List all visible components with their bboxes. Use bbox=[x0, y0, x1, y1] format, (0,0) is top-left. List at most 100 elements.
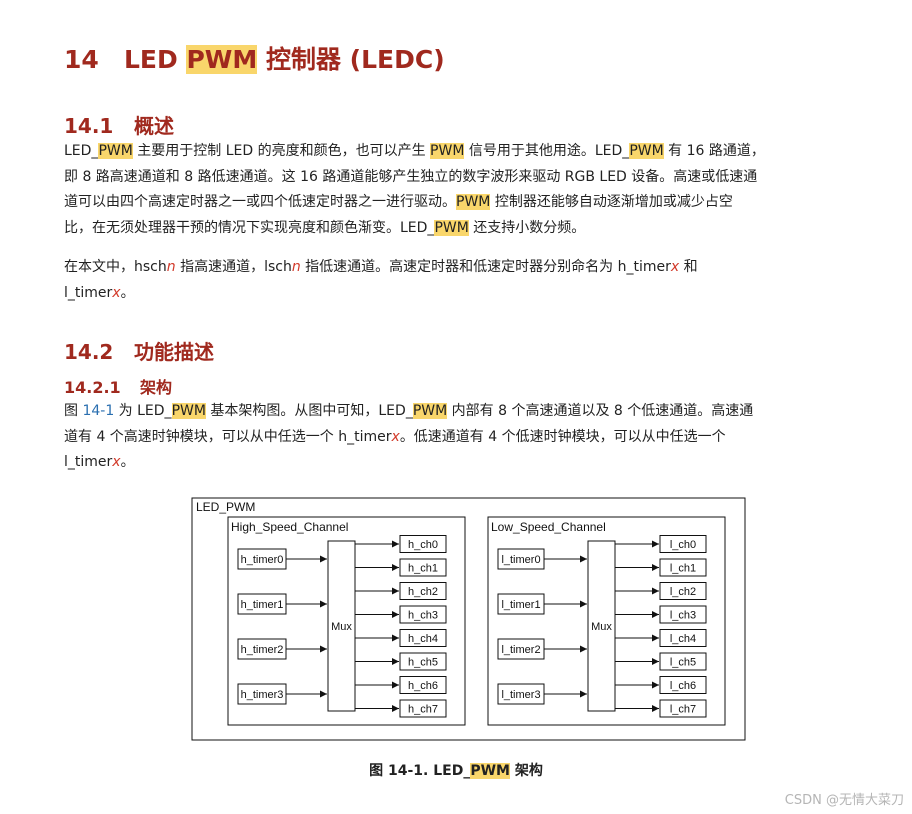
high-channel-label: h_ch6 bbox=[408, 680, 438, 692]
high-channel-label: h_ch4 bbox=[408, 633, 438, 645]
text-line: l_timerx。 bbox=[64, 281, 870, 307]
variable-n: n bbox=[291, 259, 301, 275]
low-channel-box bbox=[659, 558, 707, 577]
text-run: 和 bbox=[679, 259, 698, 275]
high-timer-label: h_timer3 bbox=[241, 689, 284, 701]
chapter-number: 14 bbox=[64, 45, 99, 74]
high-mux-label: Mux bbox=[331, 621, 352, 633]
low-timer-label: l_timer0 bbox=[501, 554, 540, 566]
section-heading-overview: 14.1 概述 bbox=[64, 110, 174, 139]
high-channel-box bbox=[399, 535, 447, 553]
variable-x: x bbox=[112, 454, 121, 470]
low-channel-box bbox=[659, 652, 707, 671]
high-mux-box bbox=[327, 540, 356, 712]
high-channel-label: h_ch3 bbox=[408, 610, 438, 622]
chapter-title-text-b: 控制器 (LEDC) bbox=[257, 45, 445, 74]
low-timer-label: l_timer1 bbox=[501, 599, 540, 611]
chapter-title-text-a: LED bbox=[124, 45, 187, 74]
text-run: 指低速通道。高速定时器和低速定时器分别命名为 h_timer bbox=[300, 259, 671, 275]
text-line: 道有 4 个高速时钟模块，可以从中任选一个 h_timerx。低速通道有 4 个… bbox=[64, 425, 870, 451]
low-speed-channel-label: Low_Speed_Channel bbox=[491, 520, 606, 534]
high-channel-box bbox=[399, 699, 447, 718]
high-channel-label: h_ch1 bbox=[408, 563, 438, 575]
high-speed-channel-label: High_Speed_Channel bbox=[231, 520, 348, 534]
high-channel-label: h_ch5 bbox=[408, 657, 438, 669]
variable-x: x bbox=[391, 428, 400, 445]
text-line: 即 8 路高速通道和 8 路低速通道。这 16 路通道能够产生独立的数字波形来驱… bbox=[64, 168, 758, 185]
high-channel-label: h_ch2 bbox=[408, 586, 438, 598]
section-title: 概述 bbox=[134, 114, 174, 138]
high-timer-label: h_timer1 bbox=[241, 599, 284, 611]
caption-text: 图 14-1. LED_ bbox=[369, 763, 471, 779]
high-timer-label: h_timer0 bbox=[241, 554, 284, 566]
text-run: LED_ bbox=[64, 143, 99, 159]
chapter-title: 14 LED PWM 控制器 (LEDC) bbox=[64, 40, 445, 76]
text-run: 道有 4 个高速时钟模块，可以从中任选一个 h_timer bbox=[64, 428, 392, 445]
text-line: l_timerx。 bbox=[64, 450, 870, 476]
ledpwm-outer-label: LED_PWM bbox=[196, 500, 255, 514]
low-channel-box bbox=[659, 699, 707, 718]
figure-reference-link[interactable]: 14-1 bbox=[82, 403, 115, 419]
watermark: CSDN @无情大菜刀 bbox=[784, 793, 904, 808]
high-channel-box bbox=[399, 558, 447, 577]
high-channel-box bbox=[399, 652, 447, 671]
low-channel-box bbox=[659, 535, 707, 553]
variable-x: x bbox=[670, 259, 680, 275]
high-channel-box bbox=[399, 676, 447, 694]
text-run: 指高速通道，lsch bbox=[175, 259, 292, 275]
chapter-title-highlight: PWM bbox=[186, 45, 258, 74]
text-run: 信号用于其他用途。LED_ bbox=[464, 143, 630, 159]
low-channel-label: l_ch0 bbox=[670, 539, 696, 551]
variable-x: x bbox=[112, 284, 121, 301]
low-channel-box bbox=[659, 676, 707, 694]
high-channel-label: h_ch0 bbox=[408, 539, 438, 551]
low-channel-label: l_ch2 bbox=[670, 586, 696, 598]
architecture-paragraph: 图 14-1 为 LED_PWM 基本架构图。从图中可知，LED_PWM 内部有… bbox=[64, 399, 870, 476]
highlight-term: PWM bbox=[412, 403, 448, 419]
low-channel-label: l_ch5 bbox=[670, 657, 696, 669]
low-channel-box bbox=[659, 582, 707, 600]
section-number: 14.1 bbox=[64, 114, 114, 138]
caption-highlight: PWM bbox=[470, 763, 510, 779]
text-run: l_timer bbox=[64, 454, 113, 470]
text-run: 图 bbox=[64, 403, 83, 419]
text-run: 控制器还能够自动逐渐增加或减少占空 bbox=[490, 194, 733, 210]
text-run: 还支持小数分频。 bbox=[468, 219, 586, 236]
low-timer-label: l_timer2 bbox=[501, 644, 540, 656]
low-channel-box bbox=[659, 605, 707, 624]
text-run: 主要用于控制 LED 的亮度和颜色，也可以产生 bbox=[132, 143, 431, 159]
highlight-term: PWM bbox=[629, 143, 664, 159]
highlight-term: PWM bbox=[434, 219, 469, 236]
text-line: 图 14-1 为 LED_PWM 基本架构图。从图中可知，LED_PWM 内部有… bbox=[64, 399, 870, 425]
section-heading-function: 14.2 功能描述 bbox=[64, 336, 214, 365]
text-run: 。 bbox=[120, 454, 135, 470]
text-run: 。低速通道有 4 个低速时钟模块，可以从中任选一个 bbox=[399, 428, 726, 445]
text-line: 在本文中，hschn 指高速通道，lschn 指低速通道。高速定时器和低速定时器… bbox=[64, 255, 870, 281]
variable-n: n bbox=[166, 259, 176, 275]
text-run: 道可以由四个高速定时器之一或四个低速定时器之一进行驱动。 bbox=[64, 194, 456, 210]
text-line: 道可以由四个高速定时器之一或四个低速定时器之一进行驱动。PWM 控制器还能够自动… bbox=[64, 190, 870, 216]
low-mux-label: Mux bbox=[591, 621, 612, 633]
low-channel-label: l_ch1 bbox=[670, 563, 696, 575]
text-line: 比，在无须处理器干预的情况下实现亮度和颜色渐变。LED_PWM 还支持小数分频。 bbox=[64, 216, 870, 242]
text-run: 在本文中，hsch bbox=[64, 259, 167, 275]
high-channel-box bbox=[399, 582, 447, 600]
high-timer-label: h_timer2 bbox=[241, 644, 284, 656]
section-number: 14.2 bbox=[64, 340, 114, 364]
highlight-term: PWM bbox=[456, 194, 491, 210]
text-run: 。 bbox=[120, 284, 135, 301]
caption-text: 架构 bbox=[509, 763, 543, 779]
section-title: 功能描述 bbox=[134, 340, 214, 364]
highlight-term: PWM bbox=[98, 143, 133, 159]
high-channel-box bbox=[399, 605, 447, 624]
low-timer-label: l_timer3 bbox=[501, 689, 540, 701]
low-channel-box bbox=[659, 629, 707, 647]
text-line: LED_PWM 主要用于控制 LED 的亮度和颜色，也可以产生 PWM 信号用于… bbox=[64, 139, 870, 165]
high-channel-label: h_ch7 bbox=[408, 704, 438, 716]
low-channel-label: l_ch7 bbox=[670, 704, 696, 716]
text-run: 基本架构图。从图中可知，LED_ bbox=[205, 403, 413, 419]
figure-caption: 图 14-1. LED_PWM 架构 bbox=[0, 760, 912, 780]
text-run: 有 16 路通道， bbox=[663, 143, 765, 159]
